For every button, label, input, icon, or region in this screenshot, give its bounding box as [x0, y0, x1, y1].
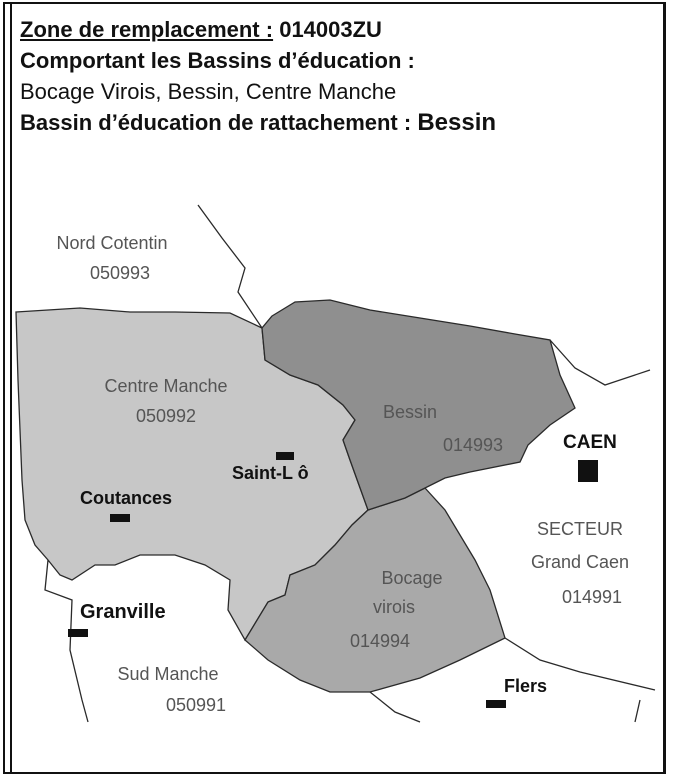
label-secteur-name2: Grand Caen	[531, 552, 629, 572]
label-sud-manche-name: Sud Manche	[117, 664, 218, 684]
city-flers: Flers	[504, 676, 547, 696]
label-nord-cotentin-code: 050993	[90, 263, 150, 283]
border-sud-manche	[44, 559, 89, 723]
region-bocage-virois	[244, 487, 506, 693]
region-bessin	[261, 299, 576, 511]
border-flers	[504, 637, 656, 691]
label-centre-manche-code: 050992	[136, 406, 196, 426]
label-bocage-code: 014994	[350, 631, 410, 651]
zone-title-line: Zone de remplacement : 014003ZU	[20, 14, 650, 45]
label-bocage-name: Bocage	[381, 568, 442, 588]
city-coutances: Coutances	[80, 488, 172, 508]
border-southeast	[634, 699, 641, 723]
zone-label: Zone de remplacement :	[20, 17, 274, 42]
marker-caen	[578, 460, 598, 482]
label-bocage-name2: virois	[373, 597, 415, 617]
city-saint-lo: Saint-L ô	[232, 463, 309, 483]
marker-granville	[68, 629, 88, 637]
label-sud-manche-code: 050991	[166, 695, 226, 715]
label-nord-cotentin-name: Nord Cotentin	[56, 233, 167, 253]
frame-divider	[10, 2, 12, 774]
label-bessin-name: Bessin	[383, 402, 437, 422]
marker-saint-lo	[276, 452, 294, 460]
city-granville: Granville	[80, 601, 166, 623]
label-secteur-name: SECTEUR	[537, 519, 623, 539]
marker-flers	[486, 700, 506, 708]
label-secteur-code: 014991	[562, 587, 622, 607]
label-centre-manche-name: Centre Manche	[104, 376, 227, 396]
zone-header: Zone de remplacement : 014003ZU Comporta…	[20, 14, 650, 138]
comportant-label: Comportant les Bassins d’éducation :	[20, 48, 415, 73]
page-frame	[3, 2, 666, 774]
border-nord-cotentin	[197, 204, 263, 329]
rattachement-label: Bassin d’éducation de rattachement :	[20, 110, 412, 135]
marker-coutances	[110, 514, 130, 522]
zone-code: 014003ZU	[279, 17, 382, 42]
border-south	[369, 691, 421, 723]
rattachement-line: Bassin d’éducation de rattachement : Bes…	[20, 107, 650, 138]
bassins-list: Bocage Virois, Bessin, Centre Manche	[20, 79, 397, 104]
rattachement-value: Bessin	[417, 109, 497, 136]
label-bessin-code: 014993	[443, 435, 503, 455]
city-caen: CAEN	[563, 432, 617, 453]
border-caen-north	[549, 339, 651, 386]
